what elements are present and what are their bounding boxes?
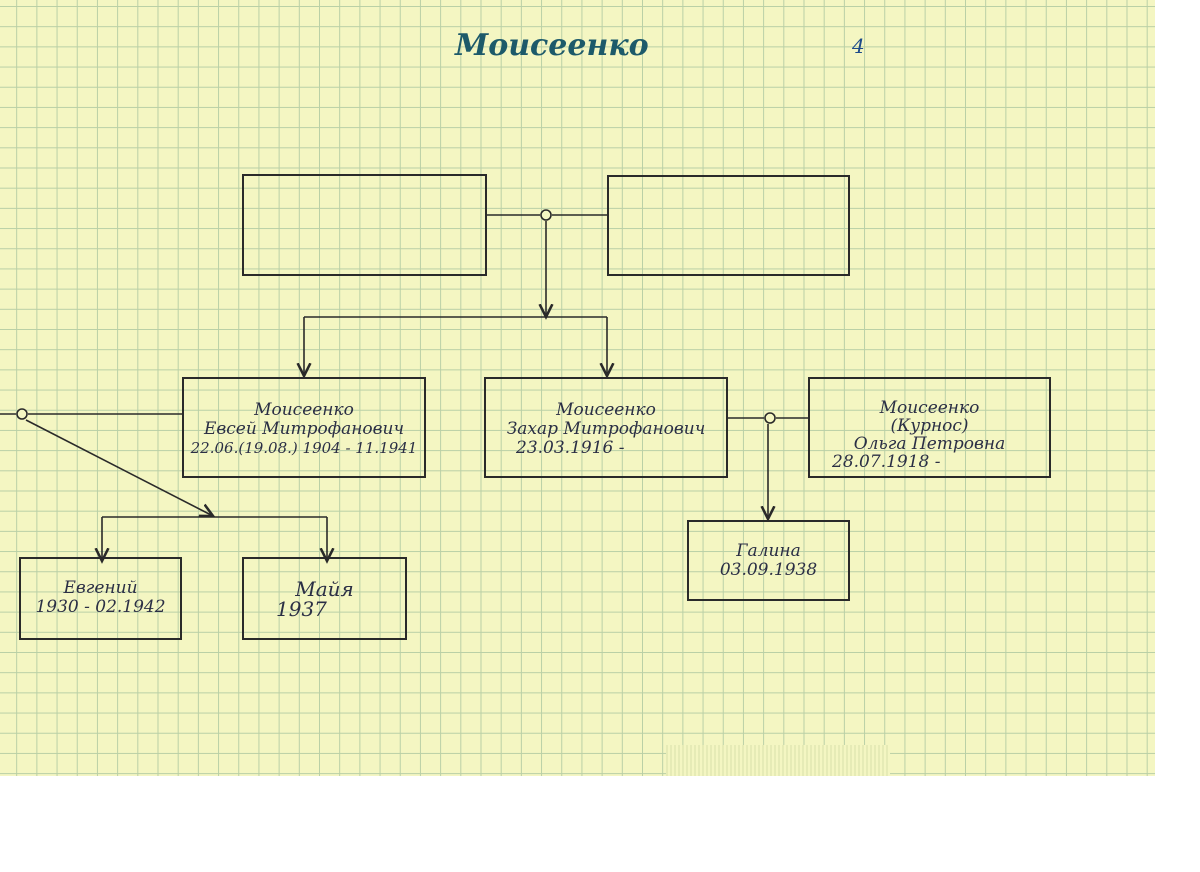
maiden-name: (Курнос) <box>890 416 969 436</box>
paper-edge-strip <box>666 745 890 776</box>
person-maya: Майя 1937 <box>242 557 407 640</box>
dates: 03.09.1938 <box>719 560 818 580</box>
person-galina: Галина 03.09.1938 <box>687 520 850 601</box>
dates: 1937 <box>276 597 327 621</box>
surname: Моисеенко <box>556 400 656 420</box>
person-yevgeny: Евгений 1930 - 02.1942 <box>19 557 182 640</box>
marriage-node-zakhar <box>764 412 776 424</box>
person-olga: Моисеенко (Курнос) Ольга Петровна 28.07.… <box>808 377 1051 478</box>
full-name: Ольга Петровна <box>853 434 1006 454</box>
full-name: Евсей Митрофанович <box>203 419 405 439</box>
empty-parent-box-2 <box>607 175 850 276</box>
page-number: 4 <box>852 34 865 58</box>
marriage-node-yevsey <box>16 408 28 420</box>
marriage-node <box>540 209 552 221</box>
surname: Моисеенко <box>879 398 980 418</box>
name: Евгений <box>63 578 138 598</box>
dates: 28.07.1918 - <box>832 452 941 472</box>
full-name: Захар Митрофанович <box>506 419 706 439</box>
person-yevsey: Моисеенко Евсей Митрофанович 22.06.(19.0… <box>182 377 426 478</box>
empty-parent-box-1 <box>242 174 487 276</box>
dates: 23.03.1916 - <box>516 438 625 458</box>
surname: Моисеенко <box>254 400 354 420</box>
name: Галина <box>736 541 801 561</box>
person-zakhar: Моисеенко Захар Митрофанович 23.03.1916 … <box>484 377 728 478</box>
dates: 1930 - 02.1942 <box>35 597 166 617</box>
name: Майя <box>295 577 354 601</box>
graph-paper <box>0 0 1155 776</box>
dates: 22.06.(19.08.) 1904 - 11.1941 <box>190 439 418 457</box>
page-title: Моисеенко <box>455 28 649 63</box>
